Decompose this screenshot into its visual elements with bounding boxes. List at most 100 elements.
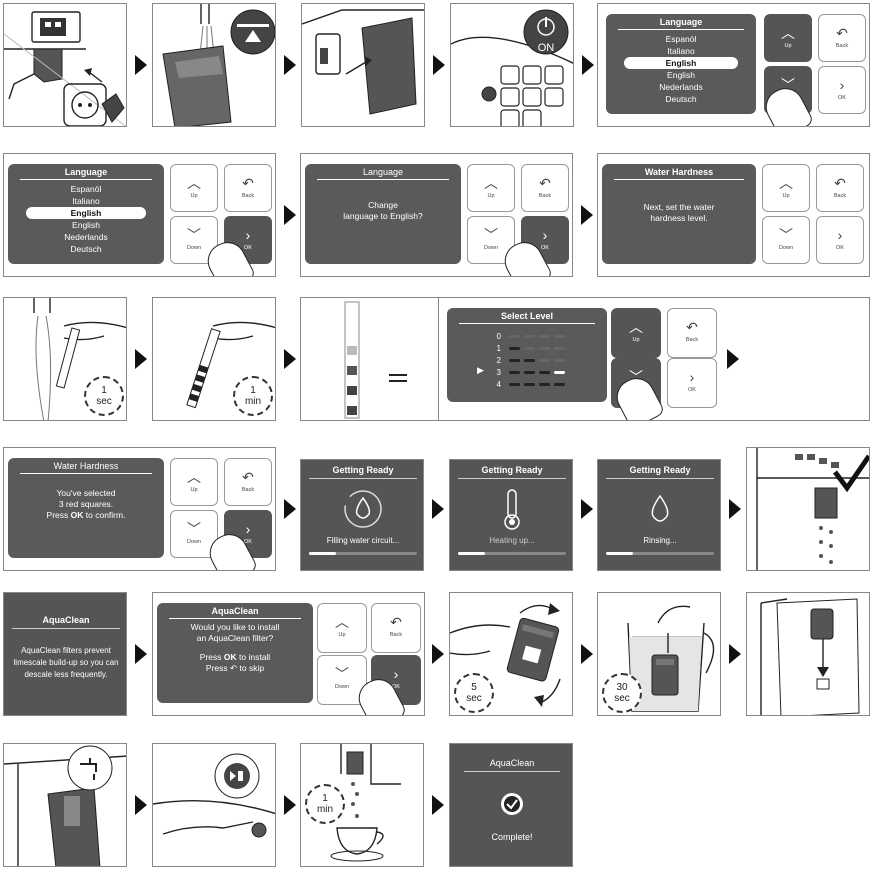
ok-button[interactable]: ›OK	[667, 358, 717, 408]
getting-ready-screen: Getting Ready Rinsing...	[598, 460, 720, 570]
step-fill-water-tank	[152, 3, 276, 127]
message-line: Press ↶ to skip	[205, 663, 265, 673]
back-icon: ↶	[242, 469, 254, 485]
test-strip-result-illustration	[344, 301, 407, 419]
up-button[interactable]: ︿Up	[170, 458, 218, 506]
chevron-right-icon: ›	[839, 77, 845, 93]
chevron-down-icon: ﹀	[335, 666, 349, 682]
language-option[interactable]: Nederlands	[64, 232, 108, 242]
level-row[interactable]: 2	[447, 354, 607, 366]
getting-ready-screen: Getting Ready Heating up...	[450, 460, 572, 570]
language-option[interactable]: Deutsch	[70, 244, 102, 254]
flush-filter-cup-illustration	[330, 744, 401, 862]
chevron-right-icon: ›	[245, 521, 251, 537]
message-line: limescale build-up so you can	[13, 658, 119, 667]
language-option[interactable]: English	[667, 70, 695, 80]
up-button[interactable]: ︿Up	[611, 308, 661, 358]
step-arrow-icon	[432, 795, 444, 815]
screen-title: Language	[64, 167, 108, 177]
water-hardness-confirm-screen: Water Hardness You've selected 3 red squ…	[8, 458, 164, 558]
level-list: 0 1 2 3 4 ▶	[447, 330, 607, 390]
status-caption: Complete!	[491, 832, 533, 842]
change-language-screen: Language Change language to English?	[305, 164, 461, 264]
back-icon: ↶	[539, 175, 551, 191]
up-button[interactable]: ︿Up	[762, 164, 810, 212]
message-line: You've selected	[56, 488, 116, 498]
language-option[interactable]: Espanöl	[665, 34, 697, 44]
step-arrow-icon	[284, 205, 296, 225]
chevron-right-icon: ›	[245, 227, 251, 243]
up-button[interactable]: ︿Up	[467, 164, 515, 212]
back-button[interactable]: ↶Back	[224, 164, 272, 212]
back-icon: ↶	[686, 319, 698, 335]
back-button[interactable]: ↶Back	[667, 308, 717, 358]
step-confirm-hardness: Water Hardness You've selected 3 red squ…	[3, 447, 276, 571]
language-option[interactable]: Deutsch	[665, 94, 697, 104]
back-button[interactable]: ↶Back	[818, 14, 866, 62]
step-press-on: ON	[450, 3, 574, 127]
ok-button[interactable]: ›OK	[816, 216, 864, 264]
back-button[interactable]: ↶Back	[521, 164, 569, 212]
chevron-down-icon: ﹀	[484, 227, 498, 243]
message-line: hardness level.	[650, 213, 708, 223]
up-button[interactable]: ︿Up	[317, 603, 367, 653]
screen-title: Getting Ready	[332, 465, 394, 475]
coffee-spout-check-illustration	[756, 448, 869, 570]
step-arrow-icon	[135, 644, 147, 664]
press-play-illustration	[153, 753, 275, 838]
control-panel-illustration	[451, 9, 573, 126]
step-water-hardness-intro: Water Hardness Next, set the water hardn…	[597, 153, 870, 277]
message-line: language to English?	[343, 211, 423, 221]
thermometer-icon	[504, 489, 520, 530]
insert-filter-illustration	[760, 598, 860, 715]
level-row-selected[interactable]: 3	[447, 366, 607, 378]
step-arrow-icon	[582, 55, 594, 75]
chevron-down-icon: ﹀	[779, 227, 793, 243]
level-row[interactable]: 0	[447, 330, 607, 342]
language-option[interactable]: Italiano	[72, 196, 100, 206]
step-getting-ready-filling: Getting Ready Filling water circuit...	[300, 459, 424, 571]
step-insert-water-tank	[301, 3, 425, 127]
chevron-right-icon: ›	[837, 227, 843, 243]
screen-title: AquaClean	[211, 606, 259, 616]
up-button[interactable]: ︿Up	[170, 164, 218, 212]
language-option[interactable]: Nederlands	[659, 82, 703, 92]
progress-fill	[458, 552, 485, 555]
language-screen: Language Espanöl Italiano English Englis…	[606, 14, 756, 114]
screen-title: AquaClean	[42, 615, 90, 625]
language-option-selected[interactable]: English	[624, 57, 738, 69]
down-button[interactable]: ﹀Down	[762, 216, 810, 264]
status-caption: Heating up...	[489, 536, 535, 545]
language-option[interactable]: English	[72, 220, 100, 230]
ok-button[interactable]: ›OK	[818, 66, 866, 114]
language-option[interactable]: Espanöl	[70, 184, 102, 194]
step-getting-ready-rinsing: Getting Ready Rinsing...	[597, 459, 721, 571]
step-arrow-icon	[284, 499, 296, 519]
back-button[interactable]: ↶Back	[816, 164, 864, 212]
test-strip-water-illustration	[33, 298, 126, 420]
up-button[interactable]: ︿Up	[764, 14, 812, 62]
step-arrow-icon	[432, 644, 444, 664]
water-drop-icon	[651, 494, 669, 522]
message-line: descale less frequently.	[24, 670, 108, 679]
back-icon: ↶	[390, 614, 402, 630]
progress-bar	[458, 552, 566, 555]
back-button[interactable]: ↶Back	[371, 603, 421, 653]
language-option-selected[interactable]: English	[26, 207, 146, 219]
language-option[interactable]: Italiano	[667, 46, 695, 56]
progress-bar	[606, 552, 714, 555]
level-row[interactable]: 1	[447, 342, 607, 354]
back-button[interactable]: ↶Back	[224, 458, 272, 506]
screen-title: Language	[362, 167, 404, 177]
step-arrow-icon	[581, 644, 593, 664]
chevron-up-icon: ︿	[335, 614, 349, 630]
on-label: ON	[537, 42, 555, 54]
message-line: Press OK to install	[199, 652, 271, 662]
level-row[interactable]: 4	[447, 378, 607, 390]
shake-filter-illustration	[450, 603, 561, 707]
